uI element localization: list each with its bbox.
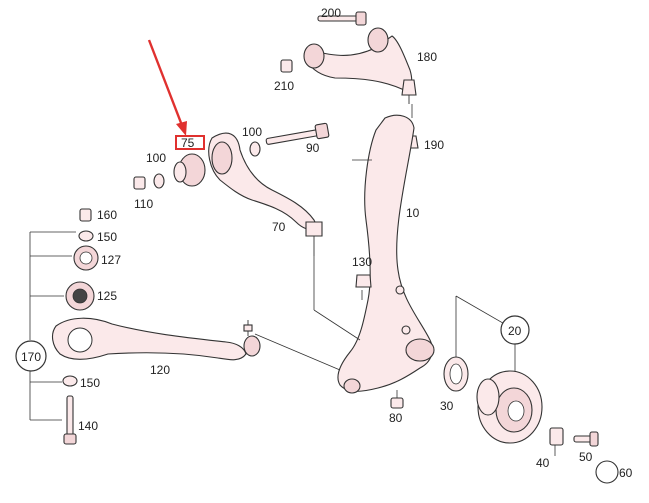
steering-knuckle-10 (337, 114, 435, 394)
label-80: 80 (389, 411, 403, 425)
label-100a: 100 (242, 125, 262, 139)
label-30: 30 (440, 399, 454, 413)
label-160: 160 (97, 208, 117, 222)
washer-100b (153, 173, 165, 189)
label-100b: 100 (146, 151, 166, 165)
label-130: 130 (352, 255, 372, 269)
label-110: 110 (134, 197, 153, 211)
callout-circle-170 (15, 340, 47, 372)
highlight-arrow (147, 39, 187, 136)
label-180: 180 (417, 50, 437, 64)
label-70: 70 (272, 220, 286, 234)
bushing-127 (73, 245, 99, 271)
bushing-75 (173, 153, 206, 187)
label-75: 75 (181, 136, 195, 150)
nut-110 (133, 176, 146, 190)
label-200: 200 (321, 6, 341, 20)
bolt-90 (265, 122, 330, 145)
label-150b: 150 (80, 376, 100, 390)
wheel-hub-20 (476, 370, 543, 444)
label-170: 170 (21, 350, 41, 364)
seal-30 (443, 356, 469, 392)
nut-160 (79, 208, 92, 222)
label-127: 127 (101, 253, 121, 267)
bushing-125 (65, 281, 95, 311)
label-40: 40 (536, 456, 550, 470)
bolt-140 (63, 395, 77, 445)
callout-circle-20 (500, 315, 530, 345)
highlight-box (175, 135, 205, 150)
lower-control-arm-120 (51, 317, 261, 361)
label-210: 210 (274, 79, 294, 93)
cap-60 (595, 460, 619, 484)
label-50: 50 (579, 450, 593, 464)
clip-130 (355, 274, 372, 288)
sensor-40 (549, 427, 564, 446)
nut-210 (280, 59, 293, 73)
label-10: 10 (406, 206, 420, 220)
strut-arm-70 (208, 132, 323, 256)
bolt-80 (390, 397, 404, 409)
washer-150b (62, 375, 78, 387)
leader-lines (29, 104, 556, 456)
bolt-200 (317, 11, 367, 26)
upper-control-arm-180 (303, 27, 417, 104)
washer-150a (78, 230, 94, 242)
label-150a: 150 (97, 230, 117, 244)
label-125: 125 (97, 289, 117, 303)
washer-100a (249, 141, 261, 157)
bolt-50 (573, 431, 599, 447)
label-60: 60 (619, 466, 633, 480)
label-120: 120 (150, 363, 170, 377)
label-140: 140 (78, 419, 98, 433)
label-20: 20 (508, 324, 522, 338)
label-90: 90 (306, 141, 320, 155)
label-190: 190 (424, 138, 444, 152)
